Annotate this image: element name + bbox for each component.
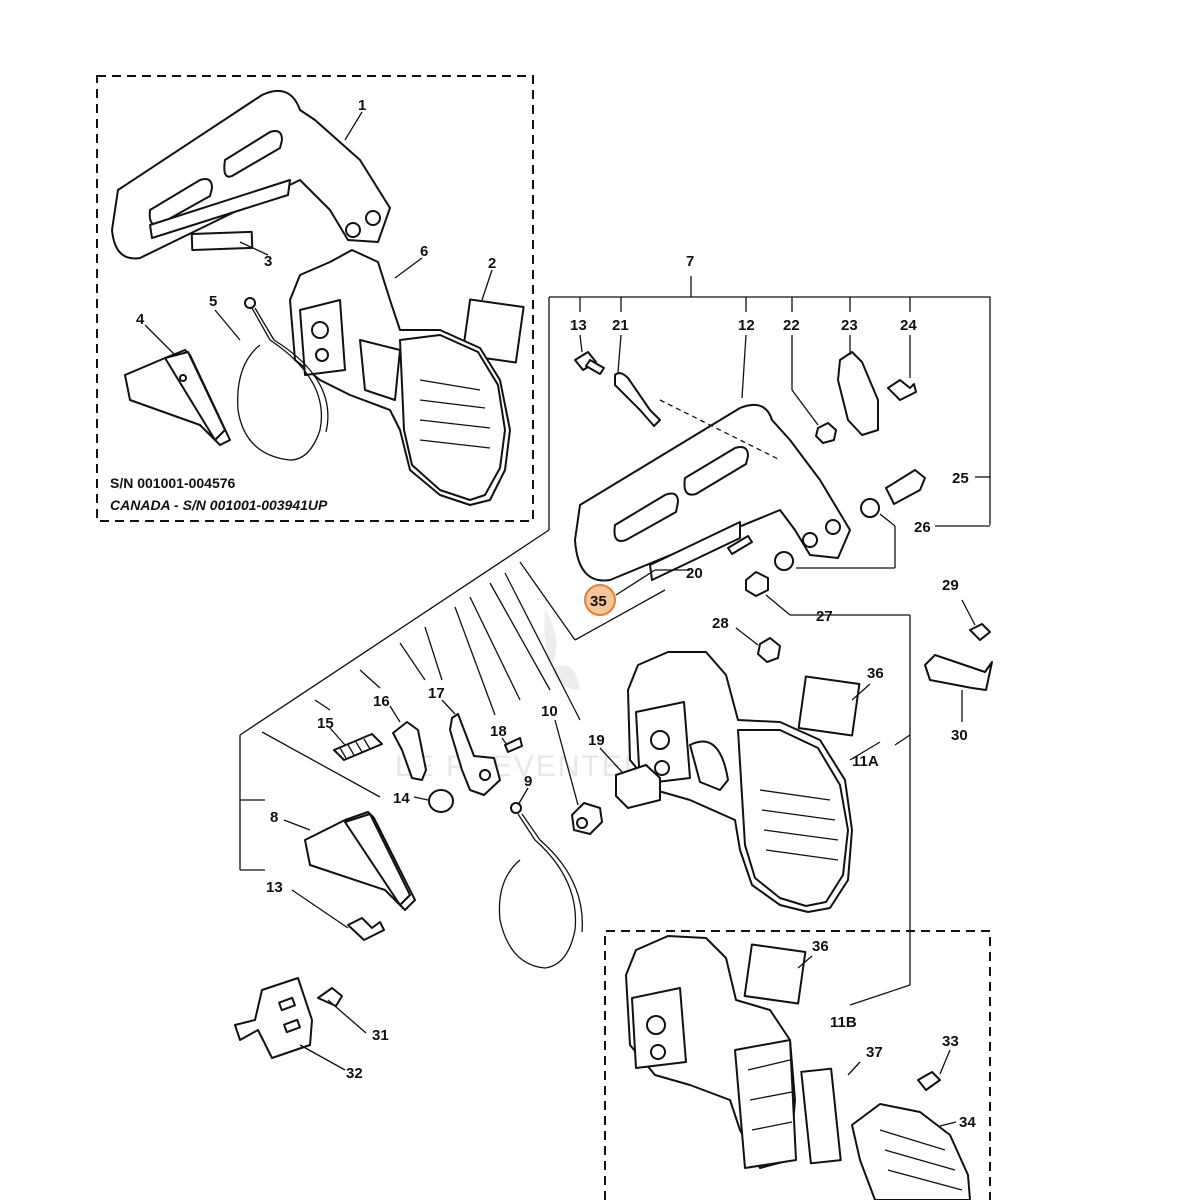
part-33-screw[interactable]: [917, 1071, 941, 1091]
part-10-bushing[interactable]: [571, 802, 603, 835]
part-26-washer[interactable]: [860, 498, 880, 518]
label-30: 30: [951, 727, 968, 744]
canada-serial-text: CANADA - S/N 001001-003941UP: [110, 497, 328, 513]
part-16-lever[interactable]: [392, 721, 427, 781]
label-21: 21: [612, 317, 629, 334]
part-23-plate[interactable]: [837, 351, 879, 436]
part-20-sleeve[interactable]: [727, 535, 753, 555]
part-1-sprocket-cover[interactable]: [111, 90, 391, 260]
old-version-box: [96, 75, 534, 522]
label-34: 34: [959, 1114, 976, 1131]
group-7-bracket: [239, 276, 991, 871]
part-5-brake-band[interactable]: [237, 297, 329, 461]
highlight-marker-35[interactable]: [584, 584, 616, 616]
part-22-nut[interactable]: [815, 422, 837, 444]
right-group-leaders: [579, 334, 911, 1006]
part-19-damper[interactable]: [615, 764, 661, 809]
label-14: 14: [393, 790, 410, 807]
label-31: 31: [372, 1027, 389, 1044]
label-1: 1: [358, 97, 366, 114]
label-37: 37: [866, 1044, 883, 1061]
part-18-pin[interactable]: [504, 737, 523, 753]
label-35: 35: [590, 593, 607, 610]
label-24: 24: [900, 317, 917, 334]
label-22: 22: [783, 317, 800, 334]
label-16: 16: [373, 693, 390, 710]
part-6-brake-housing[interactable]: [289, 249, 511, 506]
label-13b: 13: [266, 879, 283, 896]
label-11A: 11A: [852, 753, 879, 770]
part-17-lever[interactable]: [449, 713, 501, 796]
part-31-screw[interactable]: [317, 987, 343, 1007]
label-2: 2: [488, 255, 496, 272]
label-5: 5: [209, 293, 217, 310]
label-9: 9: [524, 773, 532, 790]
label-12: 12: [738, 317, 755, 334]
part-32-plate[interactable]: [234, 977, 313, 1059]
label-10: 10: [541, 703, 558, 720]
label-11B: 11B: [830, 1014, 857, 1031]
part-4-bracket[interactable]: [124, 349, 231, 446]
leader-29: [961, 599, 976, 626]
label-8: 8: [270, 809, 278, 826]
label-27: 27: [816, 608, 833, 625]
part-15-spring[interactable]: [333, 733, 383, 761]
part-14-bushing[interactable]: [428, 789, 454, 813]
label-3: 3: [264, 253, 272, 270]
part-12-chain-cover[interactable]: [574, 399, 851, 582]
label-33: 33: [942, 1033, 959, 1050]
label-36b: 36: [812, 938, 829, 955]
part-3-label[interactable]: [190, 230, 254, 251]
part-26-washer-b[interactable]: [774, 551, 794, 571]
label-26: 26: [914, 519, 931, 536]
label-28: 28: [712, 615, 729, 632]
part-11B-brake-housing[interactable]: [625, 935, 797, 1169]
part-29-screw[interactable]: [969, 623, 991, 641]
label-23: 23: [841, 317, 858, 334]
part-34-cover[interactable]: [851, 1103, 971, 1200]
part-24-screw[interactable]: [887, 379, 917, 401]
part-21-pin[interactable]: [614, 372, 661, 427]
label-29: 29: [942, 577, 959, 594]
lower-left-leaders: [283, 699, 623, 1071]
label-4: 4: [136, 311, 145, 328]
label-15: 15: [317, 715, 334, 732]
label-25: 25: [952, 470, 969, 487]
version-11B-box: [604, 930, 991, 1200]
label-20: 20: [686, 565, 703, 582]
part-13-screw-b[interactable]: [347, 917, 385, 941]
part-27-nut[interactable]: [745, 571, 769, 597]
part-8-bracket[interactable]: [304, 811, 416, 911]
label-18: 18: [490, 723, 507, 740]
part-13-screw[interactable]: [574, 351, 605, 375]
part-36-sticker[interactable]: [797, 675, 861, 737]
label-19: 19: [588, 732, 605, 749]
part-25-bolt[interactable]: [885, 469, 926, 505]
part-28-nut[interactable]: [757, 637, 781, 663]
leader-28: [735, 627, 759, 646]
box-11B-leaders: [797, 955, 957, 1127]
part-36-sticker-b[interactable]: [743, 943, 807, 1005]
label-32: 32: [346, 1065, 363, 1082]
part-9-brake-band[interactable]: [498, 802, 583, 969]
label-36a: 36: [867, 665, 884, 682]
part-37-label[interactable]: [800, 1067, 842, 1165]
old-box-leaders: [144, 111, 493, 356]
part-30-clip[interactable]: [924, 654, 993, 691]
label-13a: 13: [570, 317, 587, 334]
part-11A-brake-housing[interactable]: [627, 651, 853, 913]
leader-11A: [849, 741, 881, 761]
serial-number-text: S/N 001001-004576: [110, 475, 236, 491]
leader-36a: [851, 683, 871, 701]
label-17: 17: [428, 685, 445, 702]
label-6: 6: [420, 243, 428, 260]
label-7: 7: [686, 253, 694, 270]
